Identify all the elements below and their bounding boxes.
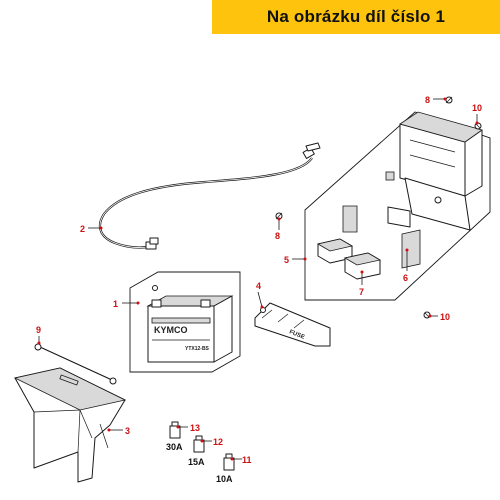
callout-2: 2 xyxy=(80,224,85,234)
callout-1: 1 xyxy=(113,299,118,309)
fuse-30a[interactable] xyxy=(169,421,181,439)
callout-10-lower: 10 xyxy=(440,312,450,322)
fuse-10a[interactable] xyxy=(223,453,235,471)
callout-3: 3 xyxy=(125,426,130,436)
battery-brand-label: KYMCO xyxy=(154,325,188,335)
strap-rod[interactable] xyxy=(34,343,117,385)
fuse-strip-label: FUSE xyxy=(288,329,305,341)
battery-cable[interactable] xyxy=(98,142,321,250)
battery-cover[interactable] xyxy=(13,367,127,483)
callout-leaders xyxy=(37,97,479,461)
screw-8-upper[interactable] xyxy=(445,96,453,104)
callout-11: 11 xyxy=(242,455,252,465)
battery-bracket-group[interactable] xyxy=(304,111,491,301)
reference-banner: Na obrázku díl číslo 1 xyxy=(212,0,500,34)
callout-6: 6 xyxy=(403,273,408,283)
fuse-10a-label: 10A xyxy=(216,474,233,484)
callout-7: 7 xyxy=(359,287,364,297)
callout-4: 4 xyxy=(256,281,261,291)
callout-5: 5 xyxy=(284,255,289,265)
fuse-15a[interactable] xyxy=(193,435,205,453)
battery[interactable]: KYMCO YTX12-BS xyxy=(129,271,241,373)
fuse-30a-label: 30A xyxy=(166,442,183,452)
callout-13: 13 xyxy=(190,423,200,433)
fuse-holder-strip[interactable]: FUSE xyxy=(254,302,331,347)
callout-9: 9 xyxy=(36,325,41,335)
callout-8-lower: 8 xyxy=(275,231,280,241)
callout-12: 12 xyxy=(213,437,223,447)
fuse-15a-label: 15A xyxy=(188,457,205,467)
battery-code-label: YTX12-BS xyxy=(185,346,210,352)
callout-10-upper: 10 xyxy=(472,103,482,113)
callout-8-upper: 8 xyxy=(425,95,430,105)
